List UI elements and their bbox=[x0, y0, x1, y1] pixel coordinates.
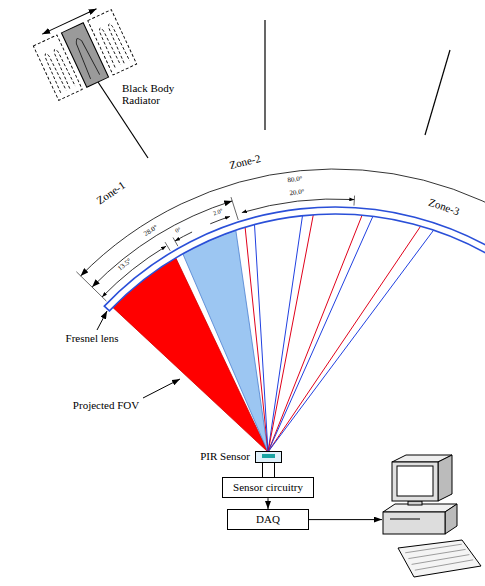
fresnel-lens bbox=[104, 207, 485, 311]
radiator-outline bbox=[35, 0, 135, 90]
extension-line bbox=[173, 237, 178, 246]
monitor-screen bbox=[397, 466, 433, 496]
dimension-arc bbox=[81, 169, 485, 276]
radiator-fin bbox=[106, 23, 129, 64]
zone-label: Zone-2 bbox=[228, 153, 261, 171]
part-label: Projected FOV bbox=[73, 400, 139, 411]
process-box: Sensor circuitry bbox=[222, 477, 314, 498]
zone-boundary bbox=[264, 20, 265, 130]
monitor-stand bbox=[408, 501, 422, 505]
zone-label: Zone-1 bbox=[95, 180, 127, 207]
angle-dimension: 20.0° bbox=[289, 189, 305, 198]
monitor-side bbox=[438, 455, 452, 501]
zone-boundary bbox=[425, 50, 450, 135]
zone-label: Zone-3 bbox=[428, 197, 462, 218]
case-side bbox=[445, 504, 457, 534]
dimension-arc bbox=[92, 201, 232, 287]
keyboard bbox=[398, 540, 481, 577]
fov-ray bbox=[268, 215, 313, 452]
extension-line bbox=[165, 242, 170, 251]
angle-dimension: 2.0° bbox=[212, 208, 223, 217]
wire-pair bbox=[263, 463, 275, 477]
pir-sensor: PIR Sensor bbox=[255, 451, 282, 463]
fov-ray bbox=[268, 216, 302, 452]
box-label: Sensor circuitry bbox=[233, 481, 303, 493]
computer-icon bbox=[383, 455, 481, 577]
box-label: DAQ bbox=[256, 513, 280, 525]
signal-arrow bbox=[268, 498, 269, 509]
key-row bbox=[412, 555, 470, 565]
fov-ray bbox=[268, 226, 421, 452]
radiator-group bbox=[30, 3, 136, 100]
leader-line bbox=[97, 311, 107, 330]
extension-line bbox=[231, 197, 238, 220]
fov-ray bbox=[268, 216, 373, 452]
part-label: Black Body Radiator bbox=[122, 82, 184, 106]
case-front bbox=[383, 512, 445, 534]
leader-line bbox=[143, 379, 180, 398]
key-row bbox=[415, 560, 473, 570]
angle-dimension: 13.5° bbox=[117, 258, 133, 273]
drive-slot bbox=[390, 519, 420, 520]
radiator-body bbox=[61, 23, 108, 88]
motion-arrow bbox=[42, 9, 96, 34]
angle-dimension: 80.0° bbox=[287, 176, 303, 185]
extension-line bbox=[353, 196, 355, 206]
black-body-radiator: Black Body Radiator bbox=[35, 0, 135, 90]
dimension-arc bbox=[242, 199, 354, 213]
data-link bbox=[309, 519, 382, 520]
extension-line bbox=[76, 272, 106, 301]
process-box: DAQ bbox=[227, 509, 309, 530]
fov-ray bbox=[255, 225, 268, 452]
angle-dimension: 0° bbox=[174, 226, 182, 234]
part-label: Fresnel lens bbox=[66, 333, 119, 344]
fov-zone-blue bbox=[183, 230, 268, 452]
dimension-arc bbox=[210, 216, 230, 223]
key-row bbox=[408, 549, 465, 558]
part-label: PIR Sensor bbox=[200, 450, 250, 462]
fov-ray bbox=[268, 230, 434, 452]
sensor-window bbox=[262, 454, 275, 458]
monitor-front bbox=[392, 462, 438, 501]
keyboard-keys bbox=[405, 544, 473, 570]
radiator-fin bbox=[73, 37, 100, 79]
dimension-arc bbox=[102, 246, 166, 297]
